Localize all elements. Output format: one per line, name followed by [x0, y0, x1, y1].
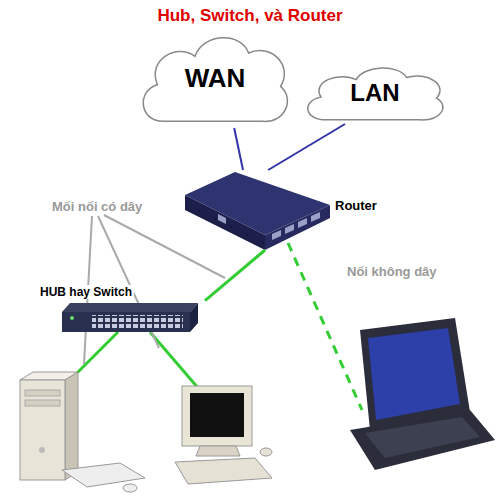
switch-led: [70, 316, 74, 320]
router-port: [272, 230, 281, 240]
drive-bay: [25, 390, 60, 396]
monitor-stand: [196, 446, 240, 456]
title-holder: Hub, Switch, và Router: [0, 6, 500, 26]
desktop-monitor: [175, 386, 272, 484]
router-face: [185, 172, 330, 235]
keyboard: [175, 458, 272, 484]
laptop-lid: [360, 318, 470, 430]
connection-label: Mối nối có dây: [50, 199, 144, 214]
network-cable: [268, 124, 345, 170]
device-label: Router: [335, 198, 377, 213]
network-name: WAN: [185, 63, 246, 94]
laptop-screen: [368, 328, 460, 420]
cloud-shape: [143, 38, 287, 122]
mouse: [260, 448, 272, 456]
monitor-bezel: [182, 386, 252, 446]
diagram-title: Hub, Switch, và Router: [157, 6, 342, 25]
switch-face: [62, 303, 198, 312]
keyboard: [62, 463, 145, 487]
mouse: [123, 484, 137, 492]
router-port: [218, 214, 226, 224]
switch-device: [62, 303, 198, 332]
connection-label: Nối không dây: [345, 264, 439, 279]
pc-face: [65, 372, 78, 480]
router-port: [298, 218, 307, 228]
switch-face: [62, 312, 190, 332]
label-holder: Nối không dây: [345, 262, 439, 280]
device-label: HUB hay Switch: [38, 285, 134, 299]
router-port: [311, 212, 320, 222]
network-cloud: LAN: [300, 62, 450, 124]
switch-ports: [92, 315, 183, 328]
switch-face: [190, 303, 198, 332]
network-cable: [234, 128, 243, 170]
cloud-shape: [308, 68, 443, 120]
power-button: [39, 447, 45, 453]
monitor-screen: [190, 393, 244, 437]
label-holder: Mối nối có dây: [50, 197, 144, 215]
network-name: LAN: [350, 79, 399, 107]
router-port: [285, 224, 294, 234]
device-node: HUB hay Switch: [35, 282, 205, 344]
pc-face: [20, 380, 65, 480]
device-node: Router: [180, 170, 390, 250]
drive-bay: [25, 400, 60, 406]
network-cable: [205, 250, 265, 301]
laptop: [350, 318, 495, 470]
tower-pc: [20, 372, 145, 492]
router-device: [185, 172, 330, 250]
leader-line: [104, 215, 225, 278]
network-cloud: WAN: [135, 28, 295, 128]
